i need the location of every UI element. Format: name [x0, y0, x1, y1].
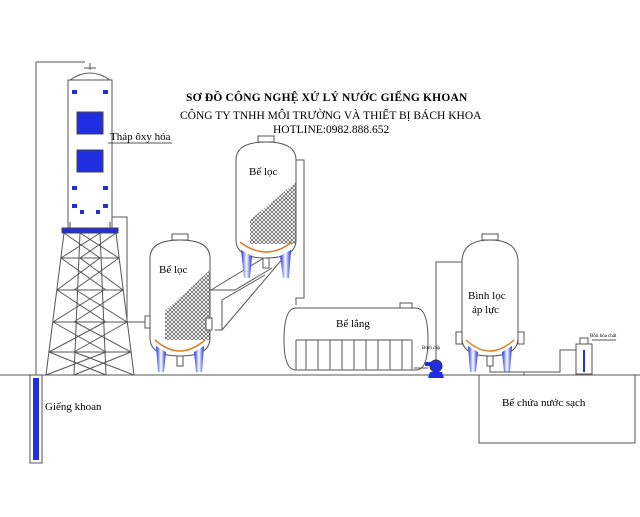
label-filter-tank-1: Bể lọc [159, 264, 188, 276]
label-oxidation-tower: Tháp ôxy hóa [110, 131, 171, 143]
label-well: Giếng khoan [45, 401, 102, 413]
label-chemical-small: Bồn hóa chất [590, 334, 617, 339]
label-clean-water-tank: Bể chứa nước sạch [502, 397, 586, 409]
chemical-tank-icon [575, 337, 616, 375]
filter-tank-2-icon [235, 135, 297, 278]
filter-tank-1-icon [149, 233, 213, 372]
label-pressure-filter-2: áp lực [472, 304, 500, 316]
pipe-tower-filter1 [112, 216, 150, 323]
hotline: HOTLINE:0982.888.652 [273, 124, 390, 136]
diagram-title: SƠ ĐỒ CÔNG NGHỆ XỬ LÝ NƯỚC GIẾNG KHOAN [186, 92, 468, 104]
well-icon [29, 61, 85, 464]
label-pump-small: Bơm cấp [422, 346, 441, 351]
label-pressure-filter-1: Bình lọc [468, 290, 506, 302]
pressure-filter-icon [455, 233, 525, 372]
settling-tank-icon [283, 302, 429, 371]
pipe-filter1-filter2 [210, 267, 273, 331]
pipe-to-clean-tank [489, 349, 578, 373]
pipe-filter2-settling [295, 159, 305, 305]
label-filter-tank-2: Bể lọc [249, 166, 278, 178]
clean-water-tank-icon [478, 374, 636, 444]
oxidation-tower-icon [45, 63, 172, 376]
company-name: CÔNG TY TNHH MÔI TRƯỜNG VÀ THIẾT BỊ BÁCH… [180, 110, 482, 122]
label-settling-tank: Bể lắng [336, 318, 370, 330]
pump-icon [414, 261, 471, 378]
